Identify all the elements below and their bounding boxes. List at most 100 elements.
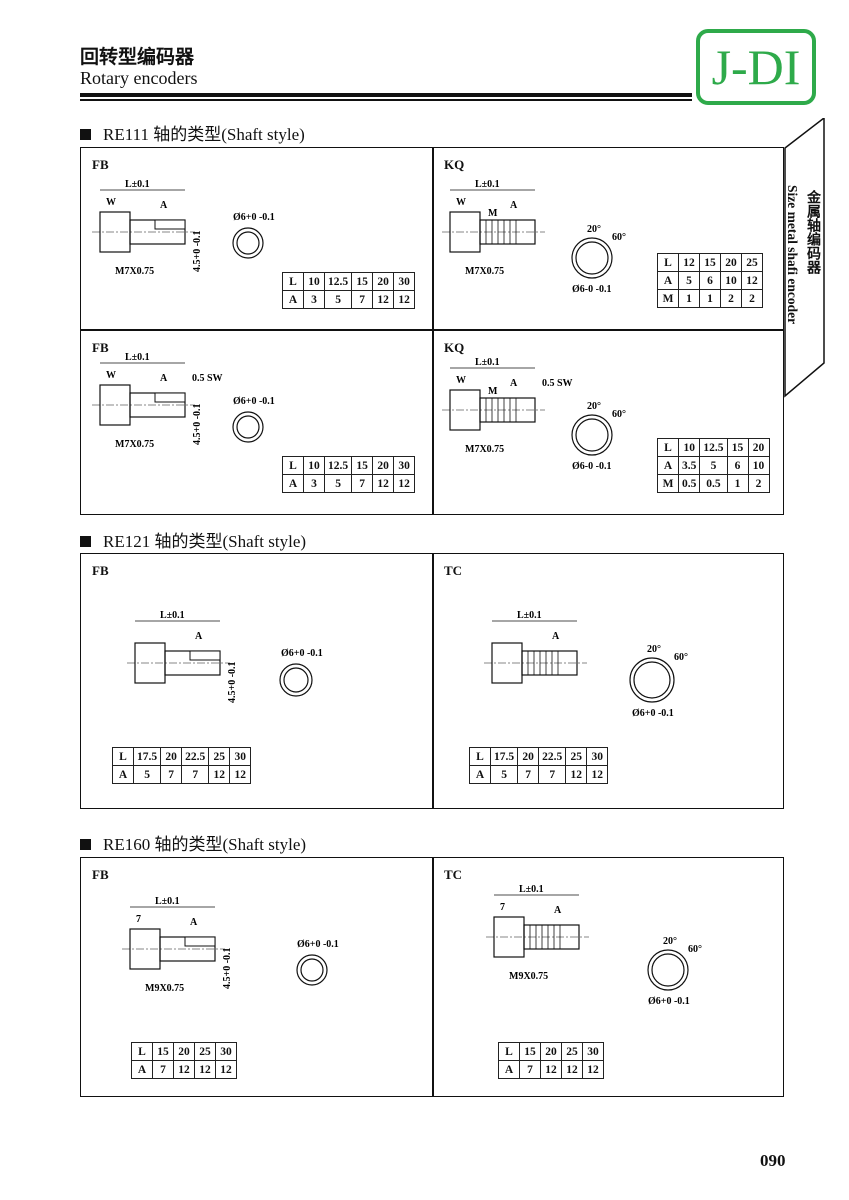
panel-title: KQ — [444, 157, 465, 172]
table-cell: 15 — [351, 456, 374, 475]
table-cell: A — [469, 765, 491, 784]
table-cell: 12 — [393, 474, 416, 493]
page-title-cn: 回转型编码器 — [80, 46, 195, 68]
shaft-end-view — [571, 414, 613, 456]
dim-thread: M7X0.75 — [115, 439, 154, 450]
table-cell: 15 — [152, 1042, 174, 1061]
table-cell: 25 — [565, 747, 588, 766]
dim-A: A — [554, 905, 562, 916]
table-cell: 30 — [582, 1042, 604, 1061]
table-cell: 3 — [303, 474, 325, 493]
dim-thread: M7X0.75 — [465, 266, 504, 277]
table-cell: 5 — [323, 290, 353, 309]
table-cell: 10 — [303, 272, 325, 291]
table-cell: 5 — [678, 271, 700, 290]
shaft-end-inner — [300, 958, 324, 982]
dim-angle-60: 60° — [674, 652, 688, 663]
panel-title: KQ — [444, 340, 465, 355]
table-cell: 12.5 — [323, 456, 353, 475]
table-cell: A — [131, 1060, 153, 1079]
table-cell: 12 — [678, 253, 700, 272]
dim-L: L±0.1 — [125, 352, 150, 363]
table-cell: L — [498, 1042, 520, 1061]
table-cell: 7 — [351, 474, 374, 493]
table-cell: 1 — [726, 474, 749, 493]
shaft-end-view — [279, 663, 313, 697]
dim-L: L±0.1 — [475, 357, 500, 368]
table-cell: 30 — [229, 747, 252, 766]
dim-thread: M9X0.75 — [509, 971, 548, 982]
table-cell: 30 — [393, 456, 416, 475]
table-cell: L — [131, 1042, 153, 1061]
table-cell: 17.5 — [132, 747, 162, 766]
dim-W: W — [456, 197, 466, 208]
table-cell: 5 — [132, 765, 162, 784]
table-cell: A — [282, 290, 304, 309]
dim-A: A — [552, 631, 560, 642]
dim-diameter: Ø6+0 -0.1 — [648, 996, 690, 1007]
table-cell: L — [657, 438, 679, 457]
dim-angle-60: 60° — [688, 944, 702, 955]
shaft-end-inner — [283, 667, 309, 693]
dim-A: A — [190, 917, 198, 928]
table-cell: 12 — [561, 1060, 583, 1079]
side-tab-cn: 金属轴编码器 — [805, 190, 821, 274]
table-cell: 10 — [747, 456, 770, 475]
shaft-end-inner — [575, 241, 609, 275]
dim-M: M — [488, 386, 498, 397]
table-cell: 12 — [194, 1060, 216, 1079]
table-cell: 12 — [540, 1060, 562, 1079]
panel-title: TC — [444, 563, 463, 578]
dim-angle-20: 20° — [587, 401, 601, 412]
flat-cut — [184, 936, 216, 947]
shaft-end-view — [571, 237, 613, 279]
table-cell: 15 — [726, 438, 749, 457]
panel-title: TC — [444, 867, 463, 882]
table-cell: 25 — [194, 1042, 216, 1061]
side-tab-en: Size metal shafi encoder — [785, 185, 800, 325]
table-cell: 7 — [181, 765, 210, 784]
table-cell: 7 — [519, 1060, 541, 1079]
table-cell: 15 — [699, 253, 721, 272]
dim-height: 4.5+0 -0.1 — [192, 230, 203, 272]
table-cell: 25 — [741, 253, 763, 272]
table-cell: L — [657, 253, 679, 272]
shaft-end-view — [296, 954, 328, 986]
table-cell: 3 — [303, 290, 325, 309]
panel-title: FB — [92, 867, 109, 882]
table-cell: 7 — [538, 765, 567, 784]
shaft-end-view — [647, 949, 689, 991]
dim-A: A — [195, 631, 203, 642]
table-cell: 7 — [160, 765, 183, 784]
table-cell: 12 — [565, 765, 588, 784]
dim-W: W — [106, 370, 116, 381]
table-cell: 10 — [720, 271, 742, 290]
table-cell: 20 — [160, 747, 183, 766]
dim-diameter: Ø6+0 -0.1 — [233, 212, 275, 223]
shaft-end-inner — [633, 661, 671, 699]
panel-title: FB — [92, 563, 109, 578]
dim-height: 4.5+0 -0.1 — [192, 403, 203, 445]
dim-sw: 0.5 SW — [542, 378, 573, 389]
table-cell: L — [282, 456, 304, 475]
dim-thread: M7X0.75 — [465, 444, 504, 455]
table-cell: 30 — [393, 272, 416, 291]
table-cell: 5 — [699, 456, 728, 475]
table-cell: M — [657, 289, 679, 308]
table-cell: 7 — [517, 765, 540, 784]
table-cell: 2 — [720, 289, 742, 308]
